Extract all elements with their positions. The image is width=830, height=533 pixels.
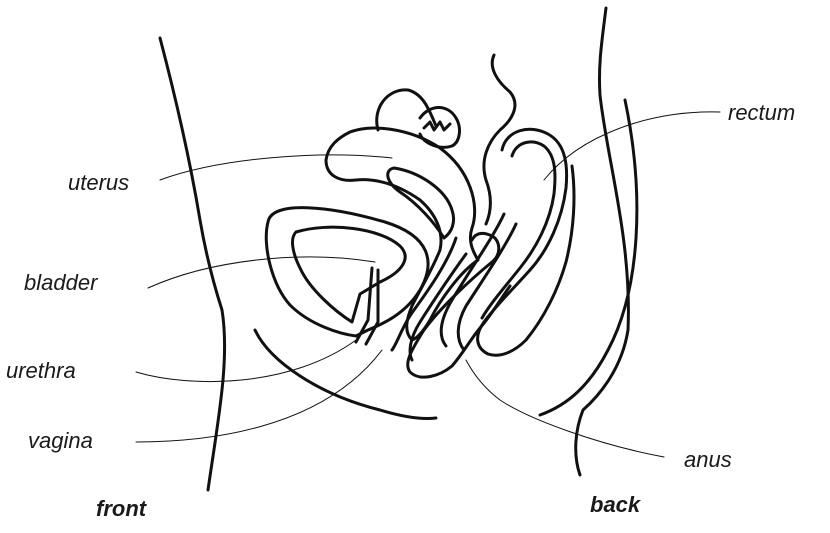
label-back: back [590, 492, 642, 517]
perineum-curve [255, 330, 436, 419]
label-uterus: uterus [68, 170, 129, 195]
leader-bladder [148, 257, 375, 288]
label-vagina: vagina [28, 428, 93, 453]
leader-urethra [136, 340, 356, 382]
label-urethra: urethra [6, 358, 76, 383]
body-outline-back [576, 8, 629, 475]
back-inner-curve [540, 100, 637, 415]
peritoneal-fold [484, 55, 515, 224]
leader-anus [466, 360, 664, 457]
leader-uterus [160, 155, 392, 180]
bladder-inner [293, 227, 406, 322]
uterus-outer [326, 128, 478, 340]
urethra-tube [356, 268, 378, 344]
body-outline-front [160, 38, 225, 490]
fimbriae-edge [424, 122, 450, 130]
label-front: front [96, 496, 148, 521]
label-bladder: bladder [24, 270, 99, 295]
label-anus: anus [684, 447, 732, 472]
rectum-inner [482, 142, 555, 318]
leader-vagina [136, 350, 382, 442]
vaginal-canal [392, 238, 466, 360]
label-rectum: rectum [728, 100, 795, 125]
